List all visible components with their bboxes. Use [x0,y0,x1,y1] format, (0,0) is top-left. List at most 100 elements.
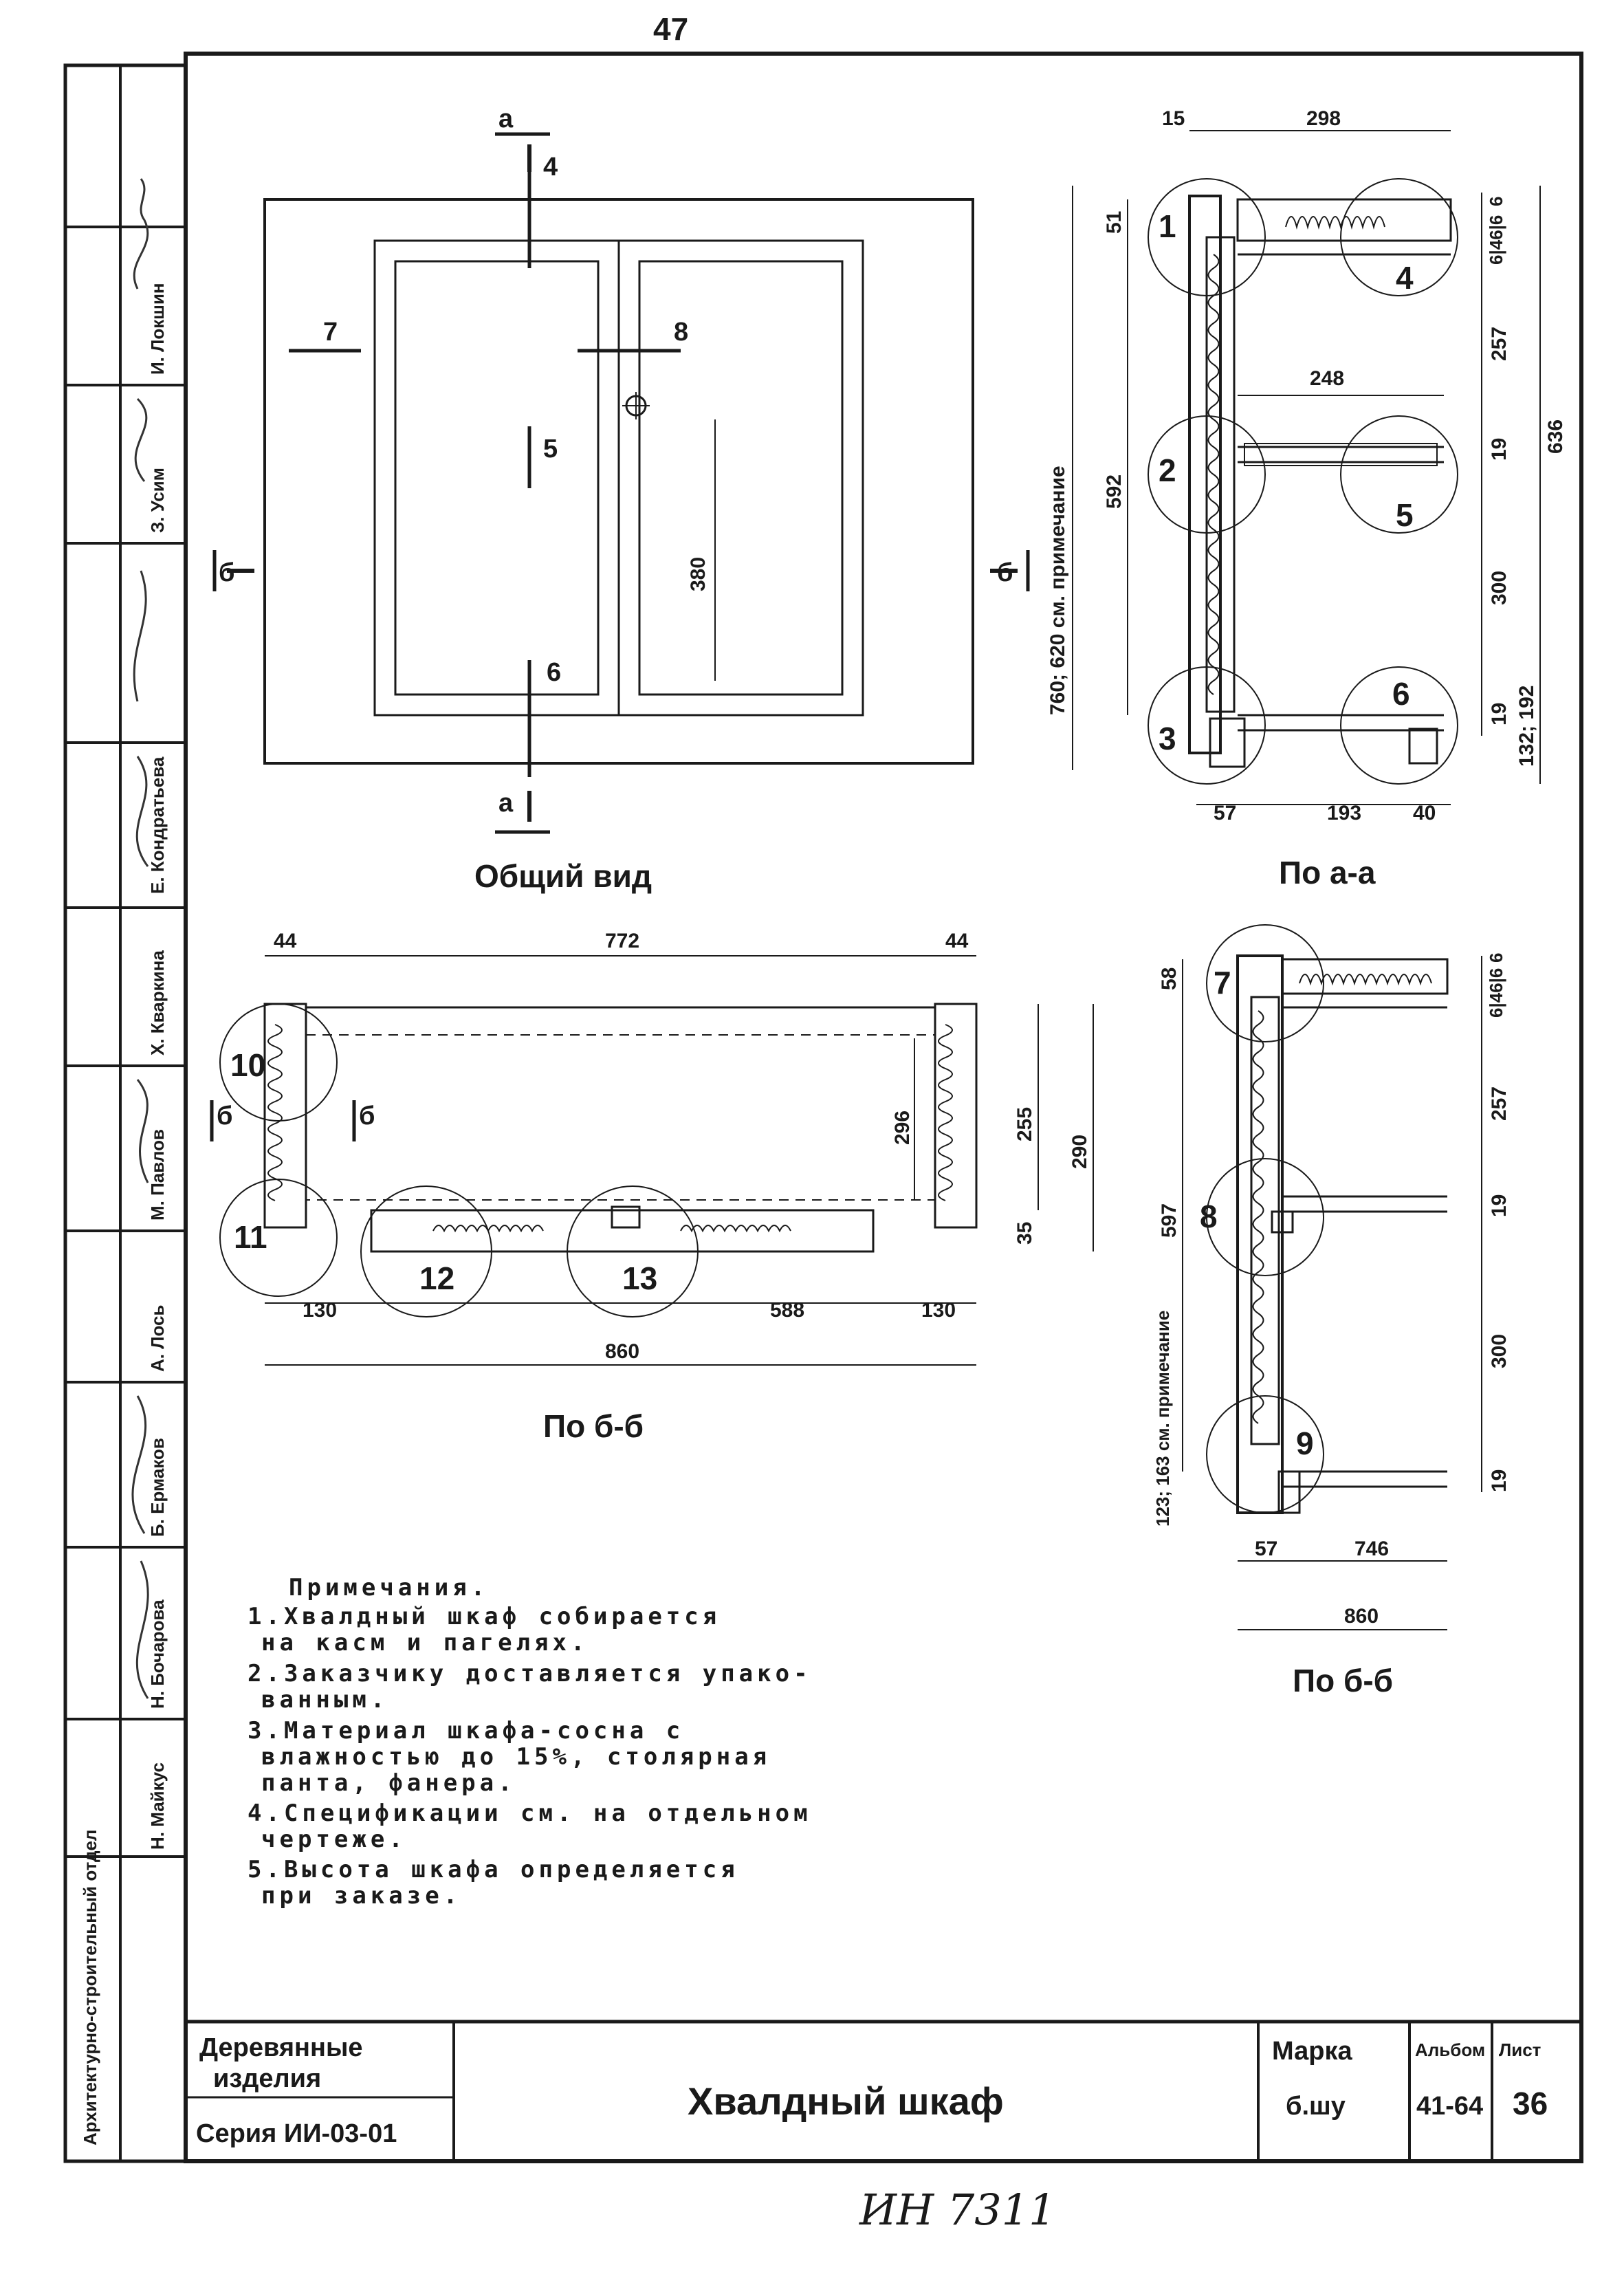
callout: 4 [1396,260,1414,296]
dim-label: 58 [1158,967,1181,990]
album-title: Деревянные [199,2033,363,2062]
dim-label: 6 [1486,953,1506,963]
view-caption: По б-б [543,1408,644,1444]
note-line: на касм и пагелях. [261,1629,589,1657]
note-line: 3.Материал шкафа-сосна с [248,1717,684,1745]
dim-label: 130 [921,1299,956,1322]
side-name: М. Павлов [147,1129,168,1221]
note-line: ванным. [261,1686,388,1714]
sheet-value: 36 [1513,2086,1548,2121]
section-mark: б [219,558,234,587]
side-stamp-names: И. Локшин З. Усим Е. Кондратьева Х. Квар… [80,283,168,2145]
dim-label: 380 [687,557,710,591]
note-line: при заказе. [261,1882,461,1910]
note-line: влажностью до 15%, столярная [261,1743,771,1771]
title-block: Деревянные изделия Серия ИИ-03-01 Хвалдн… [186,2020,1581,2161]
view-caption: По а-а [1279,855,1376,890]
dim-label: 57 [1255,1538,1277,1560]
dim-note: 123; 163 см. примечание [1152,1311,1173,1527]
series: Серия ИИ-03-01 [196,2119,397,2148]
side-name: З. Усим [147,468,168,533]
section-mark: а [498,789,514,818]
dim-label: 6 [1486,197,1506,206]
callout: 5 [543,435,558,463]
dim-label: 57 [1214,802,1236,824]
dim-label: 132; 192 [1515,686,1538,767]
note-line: 2.Заказчику доставляется упако- [248,1660,812,1687]
callout: 3 [1159,721,1176,756]
dim-label: 19 [1488,1469,1511,1492]
callout: 4 [543,153,558,182]
dim-label: 44 [274,930,297,952]
general-view: б б а а 4 7 8 5 6 380 Общий вид [212,105,1030,894]
dim-label: 15 [1162,107,1185,130]
notes-title: Примечания. [289,1574,489,1601]
callout: 8 [1200,1199,1218,1234]
section-b-plan: 44 772 44 10 11 12 13 б б 296 255 [210,930,1094,1444]
dim-label: 298 [1306,107,1341,130]
section-mark: б [217,1102,232,1130]
callout: 6 [547,658,561,687]
callout: 6 [1392,676,1410,712]
signatures [131,178,149,1699]
side-stamp-rows [65,226,186,1858]
callout: 8 [674,318,688,347]
sheet-number: 47 [653,11,688,47]
side-name: Н. Майкус [147,1762,168,1850]
drawing-title: Хвалдный шкаф [688,2079,1004,2123]
dim-label: 19 [1488,703,1511,725]
section-mark: а [498,105,514,133]
note-line: чертеже. [261,1826,407,1853]
callout: 13 [622,1260,657,1296]
dim-label: 746 [1354,1538,1389,1560]
side-stamp-frame [63,63,188,2163]
dim-label: 40 [1413,802,1436,824]
notes-block: Примечания. 1.Хвалдный шкаф собирается н… [248,1574,812,1910]
dim-label: 6|46|6 [1486,215,1506,265]
callout: 12 [419,1260,454,1296]
section-a-a: 15 298 248 1 4 2 5 3 6 [1046,107,1567,890]
view-caption: Общий вид [474,858,652,894]
note-line: 4.Спецификации см. на отдельном [248,1800,812,1827]
dim-label: 597 [1158,1203,1181,1238]
dim-label: 300 [1488,1334,1511,1368]
dim-label: 51 [1103,211,1126,234]
dim-label: 6|46|6 [1486,968,1506,1018]
view-caption: По б-б [1293,1663,1393,1698]
callout: 7 [323,318,338,347]
sheet-label: Лист [1499,2040,1541,2060]
note-line: 5.Высота шкафа определяется [248,1856,739,1883]
dim-label: 290 [1068,1135,1091,1169]
dim-label: 255 [1013,1107,1036,1141]
callout: 11 [234,1219,267,1255]
section-mark: б [359,1102,375,1130]
dim-label: 296 [891,1111,914,1145]
side-org: Архитектурно-строительный отдел [80,1830,100,2145]
dim-label: 248 [1310,367,1344,390]
dim-label: 772 [605,930,639,952]
dim-label: 44 [945,930,969,952]
dim-label: 257 [1488,327,1511,361]
dim-label: 257 [1488,1086,1511,1121]
side-name: Х. Кваркина [147,950,168,1056]
dim-label: 636 [1544,419,1567,454]
dim-label: 193 [1327,802,1361,824]
callout: 9 [1296,1425,1314,1461]
archive-number: ИН 7311 [859,2185,1056,2235]
album-value: 41-64 [1416,2092,1483,2121]
dim-note: 760; 620 см. примечание [1046,466,1069,715]
side-name: Е. Кондратьева [147,756,168,894]
dim-label: 592 [1103,474,1126,509]
dim-label: 19 [1488,438,1511,461]
dim-label: 19 [1488,1194,1511,1217]
section-mark: б [997,558,1013,587]
note-line: 1.Хвалдный шкаф собирается [248,1603,721,1630]
dim-label: 588 [770,1299,804,1322]
callout: 7 [1214,965,1231,1001]
section-v: 7 8 9 58 597 123; 163 см. примечание 6 6… [1152,924,1511,1698]
callout: 10 [230,1047,265,1083]
dim-label: 300 [1488,571,1511,605]
dim-label: 860 [1344,1605,1379,1628]
side-name: И. Локшин [147,283,168,375]
